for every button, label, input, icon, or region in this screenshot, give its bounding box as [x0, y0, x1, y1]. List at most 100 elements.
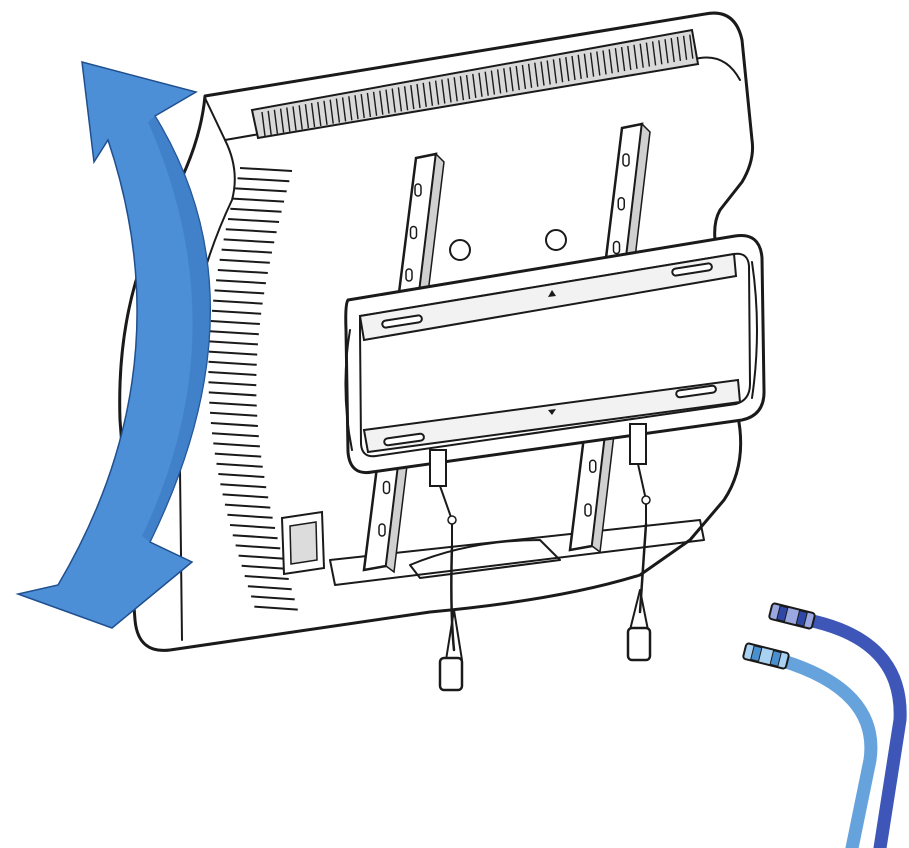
top-vent-slot — [670, 37, 675, 63]
top-vent-slot — [397, 87, 403, 112]
top-vent-slot — [428, 81, 434, 106]
side-vent-slot — [208, 371, 257, 376]
side-vent-slot — [209, 411, 258, 417]
top-vent-slot — [441, 79, 446, 104]
top-vent-slot — [627, 45, 632, 71]
rail-slot — [584, 503, 592, 517]
top-vent-slot — [267, 110, 272, 135]
safety-lanyard-right — [626, 423, 652, 662]
plate-bottom-bar — [362, 378, 742, 454]
top-vent-slot — [472, 73, 477, 99]
top-vent-slot — [341, 97, 347, 122]
top-vent-slots — [261, 34, 694, 137]
top-vent-slot — [620, 46, 626, 72]
top-vent-slot — [664, 39, 669, 64]
top-vent-slot — [459, 76, 465, 101]
top-vent-slot — [286, 107, 291, 132]
wall-plate-inner — [359, 252, 752, 458]
tilt-arrow-icon — [15, 60, 211, 629]
side-vent-slot — [211, 309, 262, 315]
side-vent-slot — [225, 228, 277, 234]
side-vent-slot — [235, 187, 287, 193]
side-vent-slot — [254, 605, 298, 611]
side-vent-slot — [220, 483, 267, 489]
tv-top-chamfer — [204, 56, 741, 141]
top-vent-slot — [465, 74, 471, 100]
side-vent-slot — [216, 462, 263, 468]
side-vent-slot — [224, 503, 271, 509]
top-vent-slot — [385, 89, 390, 114]
top-vent-slot — [658, 40, 663, 65]
top-vent-slot — [422, 82, 427, 107]
side-vent-slot — [235, 544, 281, 550]
side-vent-slot — [213, 299, 263, 305]
top-vent-slot — [304, 104, 310, 129]
top-vent-slot — [571, 55, 576, 81]
top-vent-slot — [410, 85, 415, 110]
top-vent-slot — [645, 42, 651, 67]
side-vent-slots — [208, 167, 298, 611]
top-vent-slot — [372, 91, 378, 116]
side-vent-slot — [230, 207, 282, 213]
top-vent-slot — [509, 67, 514, 92]
top-vent-slot — [335, 98, 341, 123]
top-vent-slot — [558, 58, 564, 83]
side-vent-slot — [251, 595, 295, 601]
side-vent-slot — [232, 534, 278, 540]
side-vent-slot — [219, 258, 270, 264]
top-vent-slot — [273, 109, 279, 134]
rail-slot — [622, 153, 630, 167]
top-vent-slot — [360, 93, 365, 119]
side-vent-slot — [247, 585, 292, 591]
top-vent-slot — [540, 61, 545, 86]
top-vent-slot — [348, 96, 353, 121]
top-vent-slot — [596, 51, 601, 76]
side-vent-slot — [244, 575, 289, 580]
top-vent-slot — [589, 52, 595, 77]
rail-slot — [378, 523, 386, 537]
top-vent-slot — [292, 106, 297, 131]
top-vent-slot — [447, 78, 452, 103]
rail-slot — [405, 268, 413, 282]
side-vent-slot — [210, 422, 258, 427]
coax-connector-light — [742, 642, 790, 670]
top-vent — [250, 28, 700, 140]
top-vent-slot — [366, 92, 372, 118]
rail-slot — [409, 225, 418, 240]
top-vent-slot — [496, 69, 502, 94]
top-vent-slot — [261, 111, 266, 137]
side-vent-slot — [216, 279, 266, 285]
side-vent-slot — [214, 289, 265, 295]
top-vent-slot — [552, 59, 558, 84]
top-vent-slot — [577, 54, 582, 79]
top-vent-slot — [484, 71, 489, 96]
top-vent-slot — [434, 80, 440, 105]
side-vent-slot — [217, 269, 268, 274]
top-vent-slot — [534, 62, 539, 87]
top-vent-slot — [323, 100, 328, 125]
rail-slot — [414, 183, 422, 197]
coax-cable-dark — [801, 613, 907, 848]
side-vent-slot — [209, 401, 257, 407]
top-vent-slot — [453, 77, 458, 102]
side-vent-slot — [213, 442, 260, 448]
top-vent-slot — [521, 64, 527, 90]
top-vent-slot — [416, 83, 421, 109]
side-vent-slot — [208, 391, 257, 397]
coaxial-cables — [742, 602, 907, 848]
rotation-arrow-shade — [142, 116, 211, 542]
top-vent-slot — [614, 48, 620, 73]
side-vent-slot — [229, 524, 276, 529]
top-vent-slot — [391, 88, 396, 113]
top-vent-slot — [633, 44, 638, 69]
vesa-boss-1 — [449, 239, 471, 261]
up-arrow-icon — [548, 290, 556, 297]
side-vent-slot — [237, 177, 290, 183]
side-vent-slot — [209, 330, 259, 336]
top-vent-slot — [602, 50, 607, 75]
side-vent-slot — [239, 167, 293, 172]
top-vent-slot — [676, 36, 682, 62]
top-vent-slot — [298, 105, 303, 130]
